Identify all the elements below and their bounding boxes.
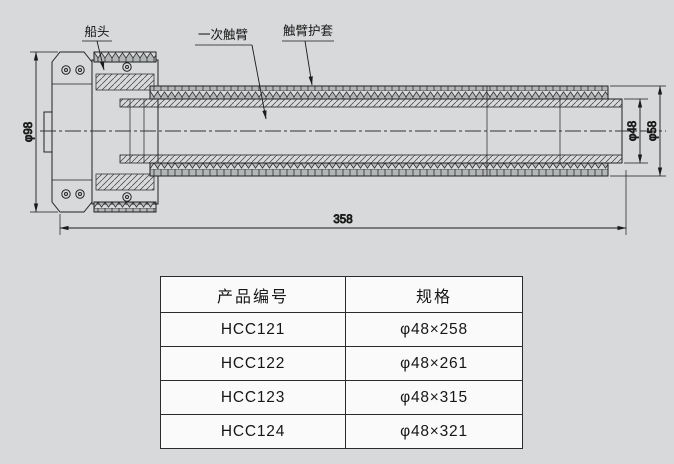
table-row: HCC121 φ48×258 bbox=[160, 312, 523, 347]
table-row: HCC122 φ48×261 bbox=[160, 346, 523, 381]
table-header-row: 产品编号 规格 bbox=[160, 276, 523, 313]
tube-wall-top bbox=[119, 98, 623, 108]
leader-primary-contact-arm bbox=[251, 44, 267, 120]
product-number-cell: HCC124 bbox=[160, 414, 346, 449]
product-number-cell: HCC121 bbox=[160, 312, 346, 347]
contact-arm-drawing: φ98 358 φ48 φ58 船头 一次触臂 触臂护套 bbox=[23, 23, 666, 235]
head-ribs-top bbox=[93, 51, 157, 63]
col-header-spec: 规格 bbox=[345, 276, 523, 313]
flange-left-boss bbox=[43, 111, 53, 153]
product-number-cell: HCC122 bbox=[160, 346, 346, 381]
spec-cell: φ48×321 bbox=[345, 414, 523, 449]
spec-cell: φ48×315 bbox=[345, 380, 523, 415]
label-boat-head: 船头 bbox=[84, 25, 109, 39]
spec-cell: φ48×258 bbox=[345, 312, 523, 347]
col-header-product-number: 产品编号 bbox=[160, 276, 346, 313]
sheath-ribs-top bbox=[149, 85, 609, 100]
label-sheath: 触臂护套 bbox=[283, 23, 334, 38]
table-row: HCC123 φ48×315 bbox=[160, 380, 523, 415]
tube-wall-bottom bbox=[119, 154, 623, 164]
dimensions: φ98 358 φ48 φ58 bbox=[23, 51, 666, 235]
bolt-holes bbox=[61, 62, 132, 202]
leader-sheath bbox=[304, 40, 313, 86]
dim-sheath-diameter: φ58 bbox=[647, 121, 659, 141]
sheath-ribs-bottom bbox=[149, 162, 609, 177]
product-number-cell: HCC123 bbox=[160, 380, 346, 415]
callouts: 船头 一次触臂 触臂护套 bbox=[82, 23, 334, 120]
dim-tube-diameter: φ48 bbox=[627, 121, 639, 141]
label-primary-contact-arm: 一次触臂 bbox=[198, 28, 248, 42]
head-section-hatch-bottom bbox=[95, 173, 155, 191]
dim-length: 358 bbox=[333, 214, 352, 226]
flange-outline bbox=[51, 51, 93, 213]
table-row: HCC124 φ48×321 bbox=[160, 414, 523, 449]
head-ribs-bottom bbox=[93, 201, 157, 213]
dim-flange-diameter: φ98 bbox=[23, 122, 35, 142]
head-section-hatch-top bbox=[95, 73, 155, 91]
leader-boat-head bbox=[96, 40, 105, 71]
contact-arm-tube bbox=[119, 85, 623, 177]
spec-cell: φ48×261 bbox=[345, 346, 523, 381]
spec-table: 产品编号 规格 HCC121 φ48×258 HCC122 φ48×261 HC… bbox=[160, 276, 523, 449]
head-assembly bbox=[43, 51, 159, 213]
